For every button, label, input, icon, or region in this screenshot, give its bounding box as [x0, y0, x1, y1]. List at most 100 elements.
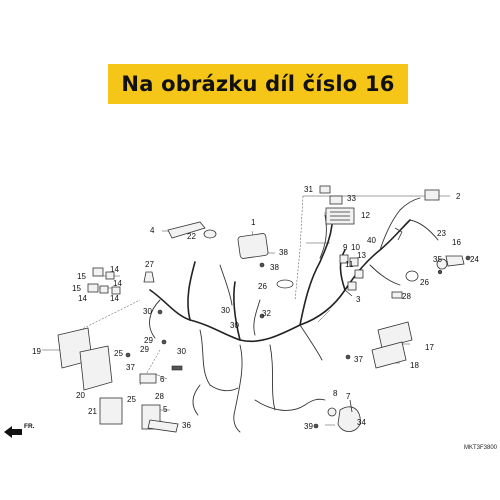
- part-11-shape: [354, 269, 364, 279]
- part-20-shape: [79, 345, 113, 391]
- part-22-shape: [203, 229, 217, 239]
- part-16-shape: [445, 255, 465, 267]
- callout-34: 34: [357, 418, 366, 427]
- callout-21: 21: [88, 407, 97, 416]
- part-7-shape: [349, 399, 353, 413]
- part-40-shape: [394, 227, 403, 241]
- callout-30-a: 30: [143, 307, 152, 316]
- callout-36: 36: [182, 421, 191, 430]
- callout-8: 8: [333, 389, 338, 398]
- part-18-shape: [371, 341, 407, 369]
- part-21-shape: [99, 397, 123, 425]
- callout-37-a: 37: [126, 363, 135, 372]
- part-36-shape: [147, 419, 179, 433]
- part-25-shape: [125, 352, 131, 358]
- components: [57, 185, 471, 433]
- callout-26-a: 26: [258, 282, 267, 291]
- callout-2: 2: [456, 192, 461, 201]
- part-37-shape: [345, 354, 351, 360]
- callout-38-a: 38: [279, 248, 288, 257]
- callout-35: 35: [433, 255, 442, 264]
- callout-9: 9: [343, 243, 348, 252]
- callout-18: 18: [410, 361, 419, 370]
- callout-7: 7: [346, 392, 351, 401]
- callout-22: 22: [187, 232, 196, 241]
- part-29-shape: [161, 339, 167, 345]
- callout-28-a: 28: [155, 392, 164, 401]
- part-38-shape: [259, 262, 265, 268]
- callout-30-b: 30: [177, 347, 186, 356]
- callout-16: 16: [452, 238, 461, 247]
- callout-17: 17: [425, 343, 434, 352]
- part-32-shape: [259, 313, 265, 319]
- main-harness: [149, 197, 439, 433]
- callout-6: 6: [160, 375, 165, 384]
- part-39-shape: [313, 423, 319, 429]
- part-9-shape: [339, 254, 349, 264]
- callout-38-b: 38: [270, 263, 279, 272]
- part-8-shape: [327, 407, 337, 417]
- part-3-shape: [344, 289, 353, 297]
- part-26-shape: [276, 279, 294, 289]
- part-28-shape: [171, 365, 183, 371]
- callout-28-b: 28: [402, 292, 411, 301]
- callout-30-c: 30: [221, 306, 230, 315]
- part-31-shape: [319, 185, 331, 194]
- callout-33: 33: [347, 194, 356, 203]
- diagram-reference-code: MKT3F3800: [464, 445, 498, 451]
- part-14-shape: [105, 271, 115, 280]
- callout-26-b: 26: [420, 278, 429, 287]
- part-number-banner: Na obrázku díl číslo 16: [108, 64, 408, 104]
- part-6-shape: [139, 373, 157, 384]
- leader-lines: [42, 195, 450, 427]
- callout-1: 1: [251, 218, 256, 227]
- callout-19: 19: [32, 347, 41, 356]
- part-28b-shape: [391, 291, 403, 299]
- callout-15-b: 15: [72, 284, 81, 293]
- part-1-shape: [237, 233, 269, 259]
- callout-29-a: 29: [144, 336, 153, 345]
- callout-14-c: 14: [78, 294, 87, 303]
- callout-4: 4: [150, 226, 155, 235]
- part-30-shape: [157, 309, 163, 315]
- callout-30-d: 30: [230, 321, 239, 330]
- callout-29-b: 29: [140, 345, 149, 354]
- callout-40: 40: [367, 236, 376, 245]
- callout-14-a: 14: [110, 265, 119, 274]
- callout-13: 13: [357, 251, 366, 260]
- callout-27: 27: [145, 260, 154, 269]
- arrow-left-icon: [4, 426, 22, 438]
- callout-12: 12: [361, 211, 370, 220]
- part-10-shape: [349, 257, 359, 267]
- part-27-shape: [143, 271, 155, 283]
- part-15-shape: [92, 267, 104, 277]
- callout-14-d: 14: [110, 294, 119, 303]
- callout-24: 24: [470, 255, 479, 264]
- callout-25-b: 25: [127, 395, 136, 404]
- part-34-shape: [337, 406, 361, 432]
- callout-25-a: 25: [114, 349, 123, 358]
- callout-39: 39: [304, 422, 313, 431]
- callout-labels: 1 2 3 4 5 6 7 8 9 10 11 12 13 14 14 14 1…: [32, 185, 479, 431]
- part-4-shape: [167, 221, 206, 239]
- callout-3: 3: [356, 295, 361, 304]
- callout-31: 31: [304, 185, 313, 194]
- front-direction-indicator: FR.: [4, 423, 35, 438]
- part-13-shape: [347, 281, 357, 291]
- callout-32: 32: [262, 309, 271, 318]
- callout-5: 5: [163, 405, 168, 414]
- part-33-shape: [329, 195, 343, 205]
- part-35-shape: [437, 269, 443, 275]
- callout-10: 10: [351, 243, 360, 252]
- callout-23: 23: [437, 229, 446, 238]
- part-23-shape: [436, 258, 448, 270]
- banner-text: Na obrázku díl číslo 16: [121, 72, 395, 96]
- callout-14-b: 14: [113, 279, 122, 288]
- callout-11: 11: [345, 260, 354, 269]
- front-label: FR.: [24, 423, 35, 430]
- part-17-shape: [377, 321, 413, 349]
- callout-37-b: 37: [354, 355, 363, 364]
- part-2-shape: [424, 189, 440, 201]
- callout-20: 20: [76, 391, 85, 400]
